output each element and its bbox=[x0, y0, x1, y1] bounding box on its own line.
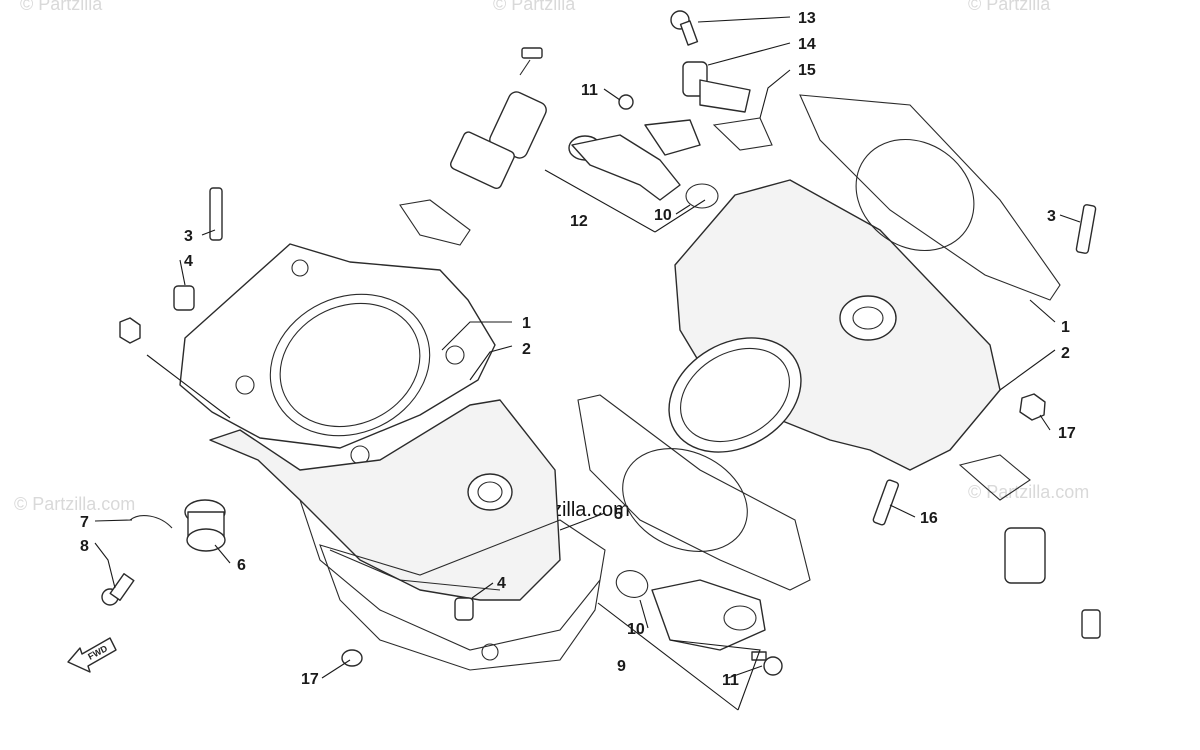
leader-lines bbox=[94, 16, 1081, 679]
base-gasket-left bbox=[319, 519, 606, 671]
clip-7 bbox=[129, 515, 173, 529]
callout-11-top: 11 bbox=[581, 82, 598, 99]
callout-labels: 1 2 3 4 4 5 6 7 8 9 10 11 17 11 10 12 13… bbox=[80, 10, 1076, 689]
callout-14: 14 bbox=[798, 36, 816, 53]
callout-10-bottom: 10 bbox=[627, 621, 645, 638]
cam-chain-tensioner-lower bbox=[958, 454, 1101, 639]
cylinder-body-right bbox=[668, 179, 1001, 471]
callout-11-bottom: 11 bbox=[722, 672, 739, 689]
callout-3-left: 3 bbox=[184, 228, 193, 245]
nut-17-left-upper bbox=[119, 317, 141, 344]
nut-17-right bbox=[1019, 393, 1046, 421]
o-ring-10-bottom bbox=[615, 570, 649, 598]
stud-3-left bbox=[209, 187, 223, 241]
cam-chain-tensioner-upper bbox=[450, 47, 547, 190]
tensioner-gasket-left bbox=[399, 199, 471, 246]
thermostat-housing-14 bbox=[682, 61, 751, 113]
callout-5: 5 bbox=[614, 506, 623, 523]
callout-4-left-top: 4 bbox=[184, 253, 193, 270]
bracket-9-left bbox=[597, 602, 739, 711]
callout-2-right: 2 bbox=[1061, 345, 1070, 362]
callout-1-left: 1 bbox=[522, 315, 531, 332]
bolt-11-bottom bbox=[751, 651, 783, 676]
watermark-mid-left: © Partzilla.com bbox=[14, 494, 135, 514]
callout-4-left-bottom: 4 bbox=[497, 575, 506, 592]
cylinder-body-left bbox=[209, 399, 601, 651]
callout-6: 6 bbox=[237, 557, 246, 574]
bracket-9-right bbox=[669, 639, 761, 711]
callout-7: 7 bbox=[80, 514, 89, 531]
bracket-12-left bbox=[544, 169, 656, 233]
callout-1-right: 1 bbox=[1061, 319, 1070, 336]
water-inlet-12 bbox=[568, 119, 701, 201]
bolt-11-top bbox=[618, 94, 634, 110]
bolt-8 bbox=[101, 573, 135, 606]
watermark-top-right: © Partzilla bbox=[968, 0, 1051, 14]
callout-17-left: 17 bbox=[301, 671, 319, 688]
gasket-15 bbox=[712, 117, 773, 151]
dowel-4-left-bottom bbox=[454, 597, 474, 621]
stud-3-right bbox=[1075, 204, 1097, 254]
callout-13: 13 bbox=[798, 10, 816, 27]
head-gasket-right bbox=[799, 94, 1061, 301]
callout-2-left: 2 bbox=[522, 341, 531, 358]
water-outlet-9 bbox=[651, 579, 766, 651]
base-gasket-right bbox=[577, 394, 811, 591]
callout-12: 12 bbox=[570, 213, 588, 230]
callout-15: 15 bbox=[798, 62, 816, 79]
watermark-top-center: © Partzilla bbox=[493, 0, 576, 14]
cylinder-head-gasket-left bbox=[179, 243, 496, 465]
callout-17-right: 17 bbox=[1058, 425, 1076, 442]
bolt-13 bbox=[670, 10, 699, 46]
o-ring-10-top bbox=[685, 183, 719, 209]
fwd-arrow-icon: FWD bbox=[67, 637, 117, 673]
bracket-12-right bbox=[654, 199, 706, 233]
callout-16: 16 bbox=[920, 510, 938, 527]
water-sleeve-6 bbox=[184, 499, 226, 552]
callout-9: 9 bbox=[617, 658, 626, 675]
dowel-4-left-top bbox=[173, 285, 195, 311]
watermark-mid-right: © Partzilla.com bbox=[968, 482, 1089, 502]
stud-16 bbox=[872, 479, 900, 526]
callout-3-right: 3 bbox=[1047, 208, 1056, 225]
watermark-top-left: © Partzilla bbox=[20, 0, 103, 14]
callout-10-top: 10 bbox=[654, 207, 672, 224]
callout-8: 8 bbox=[80, 538, 89, 555]
